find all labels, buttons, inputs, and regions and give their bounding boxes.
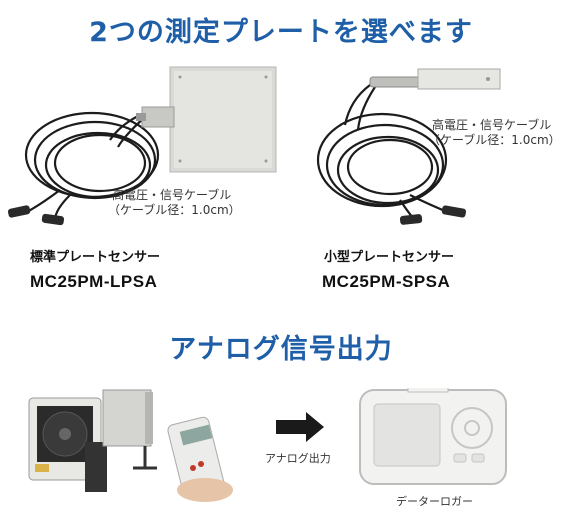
- small-cable-diameter: （ケーブル径：1.0cm）: [428, 133, 561, 147]
- standard-plate-sensor-image: [7, 66, 277, 226]
- data-logger-image: [359, 388, 507, 485]
- heading-measurement-plates: 2つの測定プレートを選べます: [89, 17, 473, 48]
- standard-cable-label: 高電圧・信号ケーブル: [112, 188, 232, 202]
- data-logger-label: データーロガー: [396, 495, 473, 508]
- small-sensor-name: 小型プレートセンサー: [324, 250, 455, 265]
- standard-cable-diameter: （ケーブル径：1.0cm）: [108, 203, 241, 217]
- small-cable-label: 高電圧・信号ケーブル: [432, 118, 552, 132]
- standard-sensor-name: 標準プレートセンサー: [30, 250, 161, 265]
- arrow-right-icon: [276, 412, 324, 442]
- small-plate-sensor-image: [316, 68, 501, 225]
- heading-analog-output: アナログ信号出力: [169, 334, 393, 365]
- standard-sensor-model: MC25PM-LPSA: [30, 272, 158, 291]
- small-sensor-model: MC25PM-SPSA: [322, 272, 451, 291]
- analog-output-label: アナログ出力: [265, 452, 331, 465]
- ionizer-measurement-image: [28, 389, 233, 502]
